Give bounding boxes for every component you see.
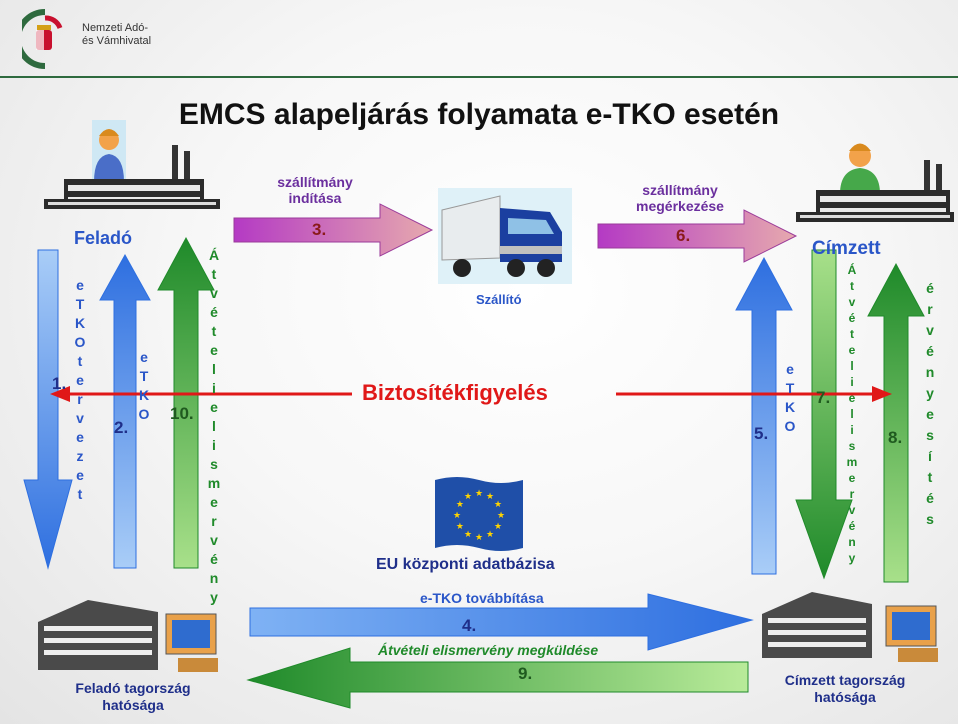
- org-name: Nemzeti Adó- és Vámhivatal: [82, 22, 202, 48]
- eu-star-icon: ★: [456, 499, 464, 509]
- eu-star-icon: ★: [475, 488, 483, 498]
- step9-arrow: [246, 647, 749, 709]
- eu-db-label: EU központi adatbázisa: [376, 556, 555, 573]
- step3-arrow: [233, 203, 434, 257]
- step9-label: Átvételi elismervény megküldése: [378, 642, 599, 658]
- sender-authority-line-1: Feladó tagország: [75, 680, 191, 696]
- eu-star-icon: ★: [494, 521, 502, 531]
- eu-star-icon: ★: [486, 529, 494, 539]
- org-line-2: és Vámhivatal: [82, 35, 152, 47]
- step5-number: 5.: [754, 424, 769, 443]
- step7-arrow: [795, 249, 853, 580]
- eu-star-icon: ★: [464, 491, 472, 501]
- step7-label: Á t v é t e l i e l i s m e r v é n y: [846, 263, 858, 565]
- step6-label: szállítmány megérkezése: [610, 182, 750, 214]
- step10-arrow: [157, 236, 215, 569]
- recipient-authority-line-1: Címzett tagország: [784, 672, 906, 688]
- step5-arrow: [735, 256, 793, 575]
- page-title: EMCS alapeljárás folyamata e-TKO esetén: [178, 98, 780, 131]
- recipient-label: Címzett: [812, 238, 881, 259]
- eu-star-icon: ★: [494, 499, 502, 509]
- step6-label-line-2: megérkezése: [636, 198, 724, 214]
- step8-label: é r v é n y e s í t é s: [925, 280, 935, 527]
- header-divider: [0, 76, 958, 78]
- sender-authority-line-2: hatósága: [102, 697, 164, 713]
- step9-number: 9.: [518, 664, 533, 683]
- step4-number: 4.: [462, 616, 477, 635]
- step10-number: 10.: [170, 404, 194, 423]
- eu-star-icon: ★: [475, 532, 483, 542]
- step3-label-line-2: indítása: [288, 190, 342, 206]
- eu-star-icon: ★: [456, 521, 464, 531]
- step7-number: 7.: [816, 388, 831, 407]
- sender-label: Feladó: [74, 228, 133, 248]
- step8-arrow: [867, 262, 925, 583]
- recipient-authority-line-2: hatósága: [814, 689, 876, 705]
- step1-number: 1.: [52, 374, 67, 393]
- step6-arrow: [597, 209, 798, 263]
- step5-label: e T K O: [784, 361, 796, 434]
- step2-label: e T K O: [138, 349, 150, 422]
- org-line-1: Nemzeti Adó-: [82, 22, 149, 34]
- step3-number: 3.: [312, 220, 327, 239]
- step6-number: 6.: [676, 226, 691, 245]
- eu-star-icon: ★: [453, 510, 461, 520]
- eu-star-icon: ★: [464, 529, 472, 539]
- eu-star-icon: ★: [497, 510, 505, 520]
- step2-arrow: [99, 253, 151, 569]
- step4-label: e-TKO továbbítása: [420, 590, 544, 606]
- step1-arrow: [23, 249, 73, 570]
- step2-number: 2.: [114, 418, 129, 437]
- step4-arrow: [249, 593, 754, 651]
- step6-label-line-1: szállítmány: [642, 182, 718, 198]
- recipient-authority-label: Címzett tagország hatósága: [770, 672, 920, 706]
- step1-label: e T K O t e r v e z e t: [74, 277, 86, 502]
- nav-logo-icon: [22, 8, 68, 70]
- sender-authority-label: Feladó tagország hatósága: [58, 680, 208, 714]
- step10-label: Á t v é t e l i e l i s m e r v é n y: [207, 247, 221, 605]
- carrier-label: Szállító: [476, 292, 522, 307]
- guarantee-label: Biztosítékfigyelés: [362, 380, 548, 405]
- step3-label-line-1: szállítmány: [277, 174, 353, 190]
- step8-number: 8.: [888, 428, 903, 447]
- eu-star-icon: ★: [486, 491, 494, 501]
- step3-label: szállítmány indítása: [250, 174, 380, 206]
